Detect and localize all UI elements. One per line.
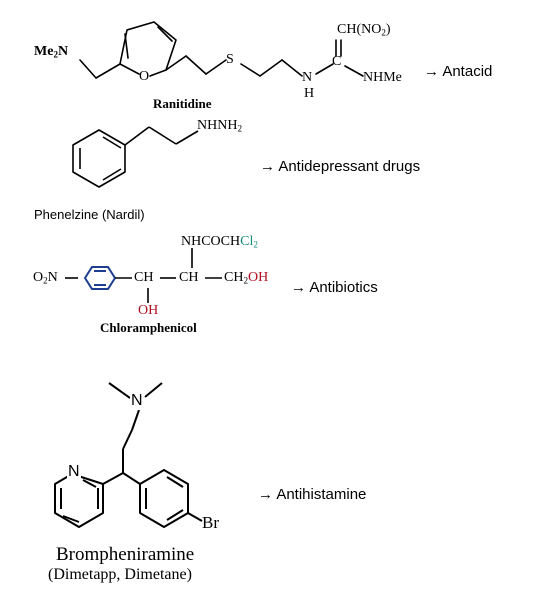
- ranitidine-structure: [79, 21, 364, 79]
- brompheniramine-use-label: → Antihistamine: [258, 486, 367, 503]
- ch2oh-label: CH2OH: [224, 270, 269, 286]
- ch-hydroxyl-carbon-label: CH: [134, 270, 154, 285]
- ranitidine-use-label: → Antacid: [424, 63, 493, 80]
- phenelzine-structure: [72, 126, 199, 188]
- hydrazine-label: NHNH2: [197, 118, 242, 134]
- benzene-ring: [72, 129, 126, 188]
- brompheniramine-brand-names: (Dimetapp, Dimetane): [48, 566, 192, 583]
- nitromethylene-label: CH(NO2): [337, 22, 391, 38]
- brompheniramine-name: Brompheniramine: [56, 544, 195, 565]
- nitro-label: O2N: [33, 270, 58, 286]
- bromine-label: Br: [202, 513, 219, 532]
- chloramphenicol-use-label: → Antibiotics: [291, 279, 378, 296]
- bromophenyl-ring: [139, 469, 189, 528]
- pyridine-ring: [54, 473, 104, 528]
- chloramphenicol-name: Chloramphenicol: [100, 320, 197, 335]
- dimethylamino-label: Me2N: [34, 44, 69, 60]
- amine-h-label: H: [304, 86, 315, 101]
- dimethylamine-n-label: N: [130, 392, 144, 410]
- dichloroacetamide-label: NHCOCHCl2: [181, 234, 258, 250]
- phenelzine-name: Phenelzine (Nardil): [34, 207, 145, 222]
- pyridine-n-label: N: [67, 463, 81, 481]
- amidine-c-label: C: [332, 54, 342, 69]
- nitrophenyl-ring: [83, 266, 117, 290]
- ranitidine-name: Ranitidine: [153, 96, 212, 111]
- chloramphenicol-structure: [65, 248, 222, 303]
- hydroxyl-label: OH: [138, 303, 159, 318]
- amine-n-label: N: [302, 70, 313, 85]
- furan-oxygen-label: O: [139, 69, 150, 84]
- nhme-label: NHMe: [363, 70, 402, 85]
- phenelzine-use-label: → Antidepressant drugs: [260, 158, 421, 175]
- brompheniramine-structure: [54, 382, 203, 528]
- sulfur-label: S: [226, 52, 234, 67]
- furan-ring: [119, 21, 177, 71]
- ch-amide-carbon-label: CH: [179, 270, 199, 285]
